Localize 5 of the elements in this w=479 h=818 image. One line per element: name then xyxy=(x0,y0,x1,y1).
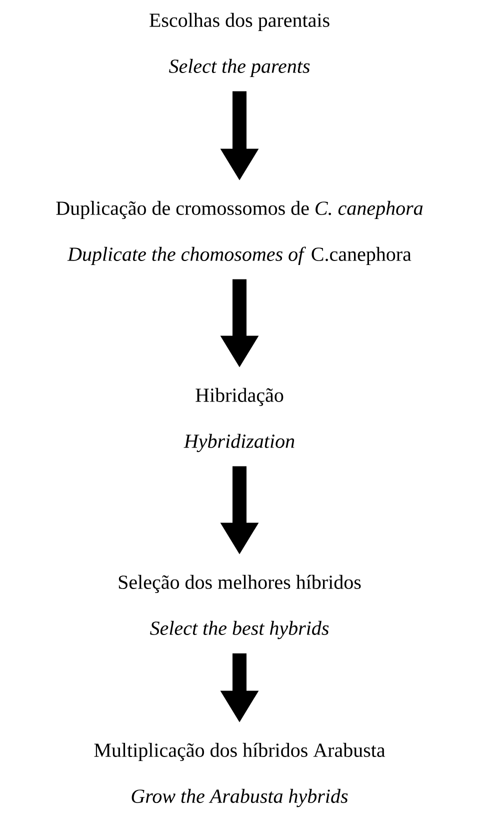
step-text: Seleção dos melhores híbridos Select the best hybrids xyxy=(118,574,361,640)
step-text: Hibridação Hybridization xyxy=(184,388,294,452)
step-text: Escolhas dos parentais Select the parents xyxy=(150,12,330,78)
step-text: Multiplicação dos híbridos Arabusta Grow the Arabusta hybrids xyxy=(94,742,386,808)
step-text: Duplicação de cromossomos de C. canephora Duplicate the chomosomes of C.canephora xyxy=(56,200,423,266)
